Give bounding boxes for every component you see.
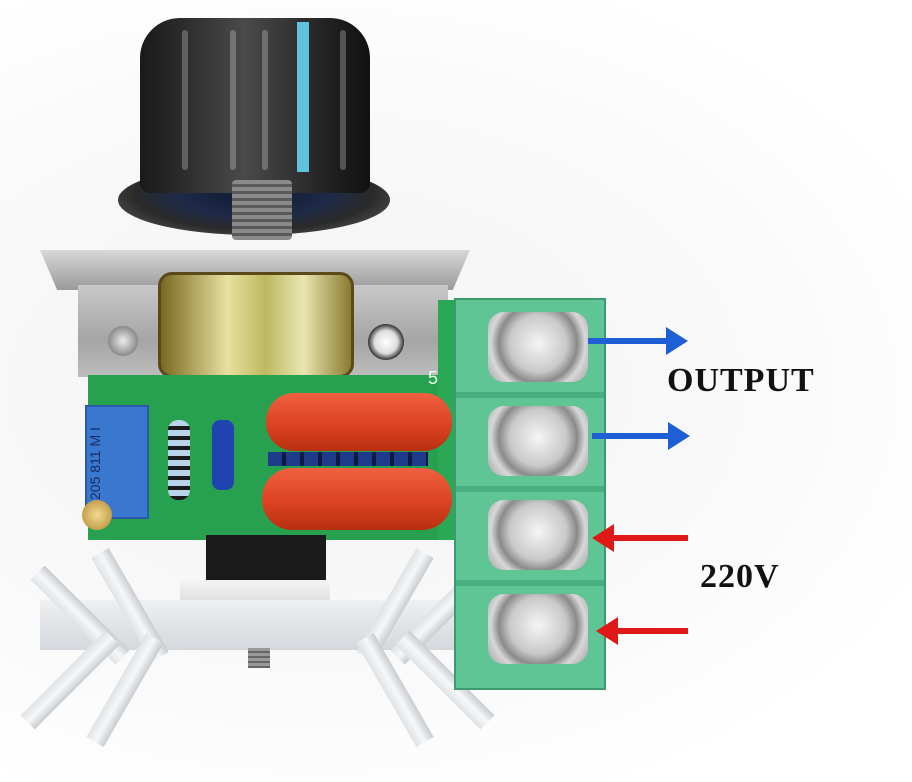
inductor-coil: [268, 452, 428, 466]
input-voltage-label: 220V: [700, 558, 780, 595]
bracket-screw-right: [368, 324, 404, 360]
capacitor-bottom: [262, 468, 452, 530]
control-knob: [140, 18, 370, 193]
knob-rib: [262, 30, 268, 170]
terminal-divider: [456, 392, 604, 398]
output-arrow-right-icon: [666, 327, 688, 355]
knob-rib: [340, 30, 346, 170]
potentiometer: [158, 272, 354, 378]
diac: [212, 420, 234, 490]
terminal-screw-input-1: [488, 500, 588, 570]
terminal-screw-output-2: [488, 406, 588, 476]
trimmer-screw: [82, 500, 112, 530]
output-arrow-shaft: [592, 433, 670, 439]
input-arrow-left-icon: [592, 524, 614, 552]
knob-rib: [182, 30, 188, 170]
knob-indicator-stripe: [297, 22, 309, 172]
input-arrow-shaft: [616, 628, 688, 634]
terminal-screw-input-2: [488, 594, 588, 664]
terminal-divider: [456, 486, 604, 492]
pcb-marking: 5: [428, 368, 439, 388]
terminal-divider: [456, 580, 604, 586]
trimmer-marking: 205 811 M I: [87, 427, 103, 500]
input-arrow-left-icon: [596, 617, 618, 645]
terminal-screw-output-1: [488, 312, 588, 382]
output-arrow-shaft: [588, 338, 668, 344]
heatsink-screw: [248, 648, 270, 668]
bracket-screw-left: [108, 326, 138, 356]
knob-rib: [230, 30, 236, 170]
output-label: OUTPUT: [667, 362, 815, 399]
knob-shaft: [232, 180, 292, 240]
resistor: [168, 420, 190, 500]
capacitor-top: [266, 393, 452, 451]
input-arrow-shaft: [612, 535, 688, 541]
output-arrow-right-icon: [668, 422, 690, 450]
